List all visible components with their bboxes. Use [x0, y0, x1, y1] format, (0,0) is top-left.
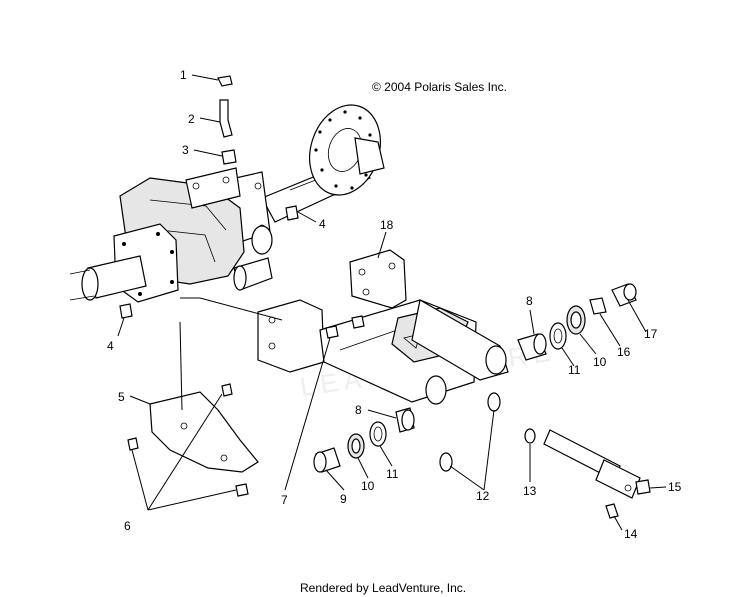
bolt-4-lower: [119, 303, 133, 319]
breather-hose: [219, 99, 233, 138]
callout-13: 13: [523, 484, 537, 498]
bushing-8-upper: [517, 333, 547, 361]
bearing-10-lower: [347, 433, 365, 459]
pin-14: [605, 503, 619, 519]
bearing-10-upper: [566, 305, 586, 335]
callout-10-lower: 10: [361, 479, 375, 493]
drive-shaft: [543, 429, 641, 499]
footer-credit: Rendered by LeadVenture, Inc.: [300, 581, 466, 595]
breather-cap: [217, 75, 233, 87]
callout-11-lower: 11: [386, 467, 399, 481]
bushing-8-lower: [395, 407, 415, 433]
rear-axle-assembly: [69, 104, 385, 303]
swing-arm: [257, 299, 509, 405]
callout-9: 9: [340, 492, 347, 506]
callout-16: 16: [617, 345, 631, 359]
cap-17: [611, 283, 637, 307]
callout-15: 15: [668, 480, 682, 494]
washer-12: [439, 392, 501, 472]
seal-11-lower: [369, 421, 387, 447]
callout-8-lower: 8: [355, 403, 362, 417]
callout-8-upper: 8: [526, 294, 533, 308]
callout-7: 7: [281, 493, 288, 507]
bolt-15: [635, 479, 651, 495]
nut-16: [589, 297, 607, 315]
breather-fitting: [221, 149, 237, 165]
callout-2: 2: [188, 112, 195, 126]
callout-4-lower: 4: [107, 339, 114, 353]
copyright-text: © 2004 Polaris Sales Inc.: [372, 80, 507, 94]
callout-11-upper: 11: [568, 363, 581, 377]
callout-1: 1: [180, 68, 187, 82]
mount-bracket-18: [349, 249, 407, 309]
callout-3: 3: [182, 143, 189, 157]
callout-5: 5: [118, 390, 125, 404]
callout-12: 12: [476, 489, 490, 503]
bolt-4-upper: [285, 205, 299, 221]
ring-13: [524, 428, 536, 444]
leader-lines: [117, 74, 667, 531]
callout-14: 14: [624, 527, 638, 541]
pivot-shaft-9: [313, 447, 341, 473]
callout-labels: 1 2 3 4 4 5 6 7 8 8 9 10 10 11 11 12 13 …: [107, 68, 682, 541]
callout-4-upper: 4: [319, 217, 326, 231]
screw-6: [127, 383, 249, 497]
nut-7: [325, 315, 365, 339]
callout-17: 17: [644, 327, 658, 341]
callout-6: 6: [124, 519, 131, 533]
seal-11-upper: [549, 322, 567, 350]
callout-10-upper: 10: [593, 355, 607, 369]
callout-18: 18: [380, 218, 394, 232]
skid-plate-5: [149, 391, 259, 473]
